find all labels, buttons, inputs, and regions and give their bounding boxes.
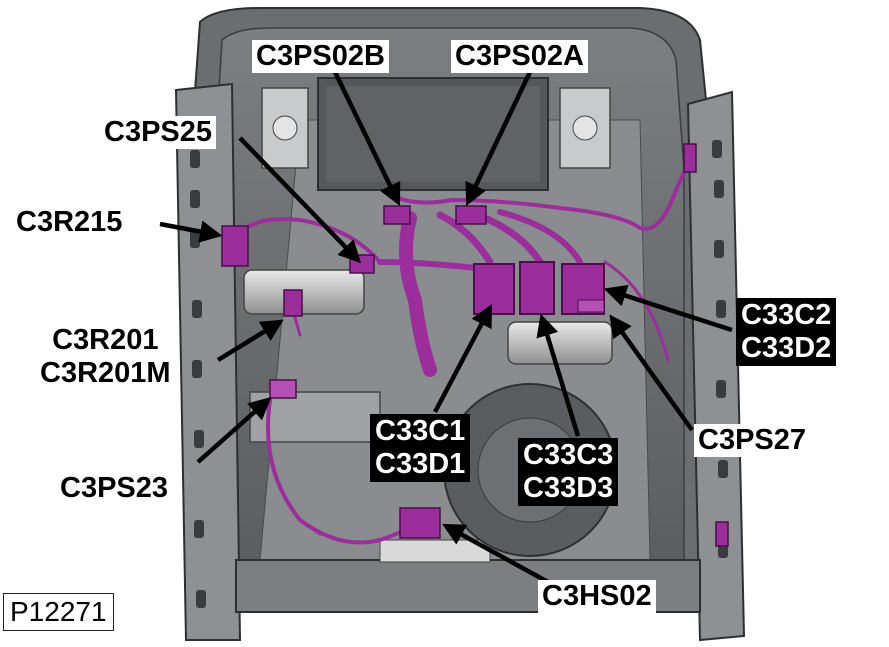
label-c3r201: C3R201 C3R201M: [36, 324, 175, 390]
arrow-c33c3: [536, 313, 581, 437]
label-c3ps25: C3PS25: [100, 116, 217, 149]
connector-blocks: [221, 143, 729, 547]
arrow-c33c1: [433, 304, 493, 414]
motors: [243, 269, 613, 365]
label-line: C3PS02B: [256, 40, 385, 72]
left-side-rail: [174, 82, 242, 641]
arrow-c3ps23: [196, 397, 272, 464]
label-line: C3R201M: [40, 357, 171, 389]
label-line: C3PS25: [104, 116, 213, 148]
label-line: C3PS02A: [455, 40, 584, 72]
label-c33c1: C33C1 C33D1: [370, 414, 471, 482]
label-c3ps23: C3PS23: [56, 472, 173, 505]
label-line: C33C2: [741, 299, 832, 331]
figure-id-box: P12271: [3, 593, 114, 631]
arrow-c3r215: [159, 220, 223, 243]
arrow-c3ps27: [609, 314, 694, 432]
arrow-c3ps02a: [465, 71, 533, 207]
label-c3ps27: C3PS27: [694, 424, 811, 457]
arrow-c3hs02: [442, 523, 550, 584]
label-line: C3R215: [16, 206, 123, 238]
arrow-c3ps02b: [332, 71, 401, 207]
control-module-box: [317, 77, 549, 191]
label-c33c3: C33C3 C33D3: [518, 438, 619, 506]
label-line: C3PS23: [60, 472, 169, 504]
arrow-c33c2: [603, 284, 733, 333]
label-line: C33D3: [523, 472, 614, 504]
label-line: C3R201: [52, 324, 159, 356]
arrow-c3ps25: [238, 136, 362, 264]
hinge-brackets: [261, 87, 611, 169]
label-c33c2: C33C2 C33D2: [736, 298, 837, 366]
label-c3r215: C3R215: [12, 206, 127, 239]
right-side-rail: [686, 90, 746, 642]
label-line: C33D2: [741, 332, 832, 364]
label-c3ps02b: C3PS02B: [252, 40, 389, 73]
arrow-c3r201: [216, 319, 284, 362]
label-line: C3HS02: [542, 580, 652, 612]
label-c3hs02: C3HS02: [538, 580, 656, 613]
label-line: C33C1: [375, 415, 466, 447]
label-line: C33C3: [523, 439, 614, 471]
label-c3ps02a: C3PS02A: [451, 40, 588, 73]
label-line: C3PS27: [698, 424, 807, 456]
label-line: C33D1: [375, 448, 466, 480]
wiring-harness: [236, 158, 692, 545]
callout-arrows: [159, 71, 733, 584]
